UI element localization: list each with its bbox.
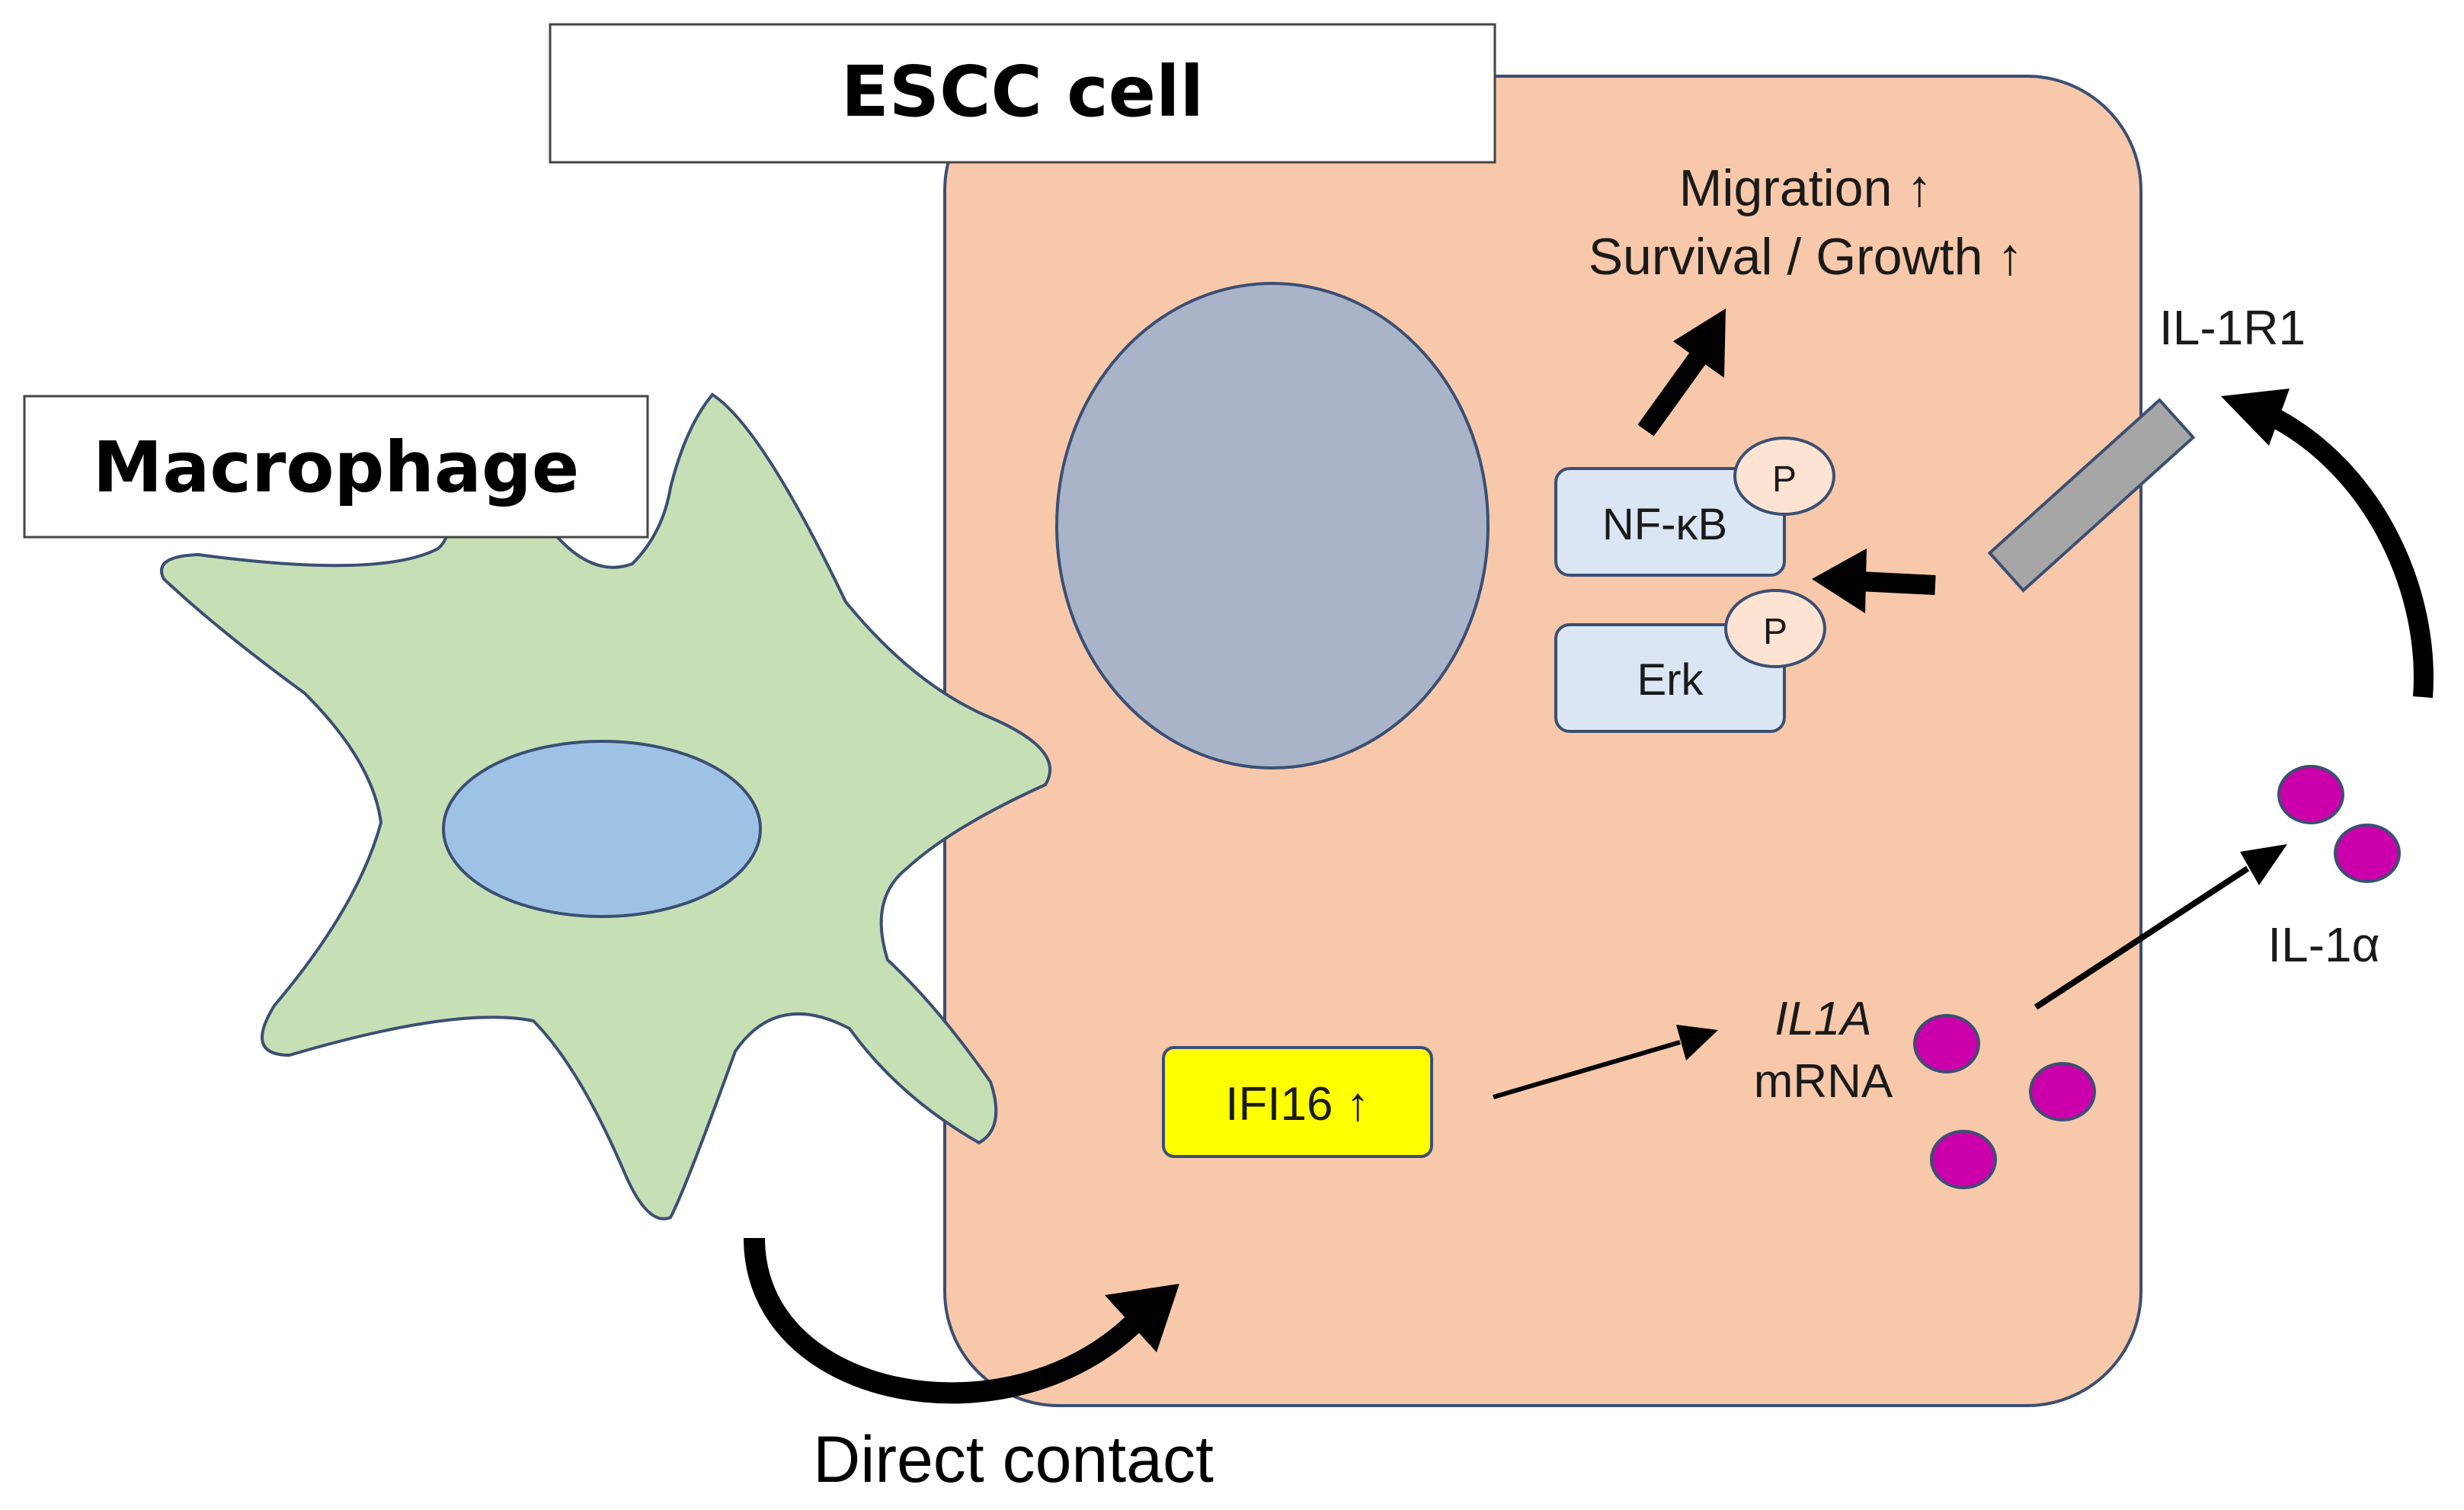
il1r1-label: IL-1R1 <box>2159 300 2306 355</box>
direct-contact-arrowhead <box>1105 1284 1179 1352</box>
nfkb-to-outcome-arrowhead <box>1673 309 1726 378</box>
nfkb-box <box>1554 467 1786 577</box>
escc-cell-title: ESCC cell <box>841 51 1204 133</box>
direct-contact-curved-arrow <box>744 1237 1147 1404</box>
erk-label: Erk <box>1637 655 1704 705</box>
secretion-arrowhead <box>2240 844 2287 885</box>
il1a-dot <box>2029 1062 2096 1121</box>
escc-cell-title-box <box>549 23 1496 164</box>
nfkb-to-outcome-arrow-shaft <box>1637 348 1709 437</box>
ifi16-to-mrna-arrowhead <box>1676 1025 1718 1061</box>
mrna-label: mRNA <box>1754 1055 1893 1108</box>
receptor-to-kinase-arrowhead <box>1812 549 1867 613</box>
erk-phospho-circle <box>1724 589 1826 668</box>
outcome-survival-label: Survival / Growth ↑ <box>1589 228 2024 286</box>
outcome-migration-label: Migration ↑ <box>1679 159 1933 217</box>
ifi16-box <box>1162 1046 1433 1158</box>
nfkb-label: NF-κB <box>1602 500 1727 549</box>
il1a-protein-label: IL-1α <box>2267 917 2379 972</box>
il1a-gene-label: IL1A <box>1774 993 1872 1045</box>
il1a-dot <box>1913 1014 1980 1073</box>
il1a-to-receptor-arrowhead <box>2221 389 2290 446</box>
macrophage-nucleus <box>442 740 762 918</box>
erk-box <box>1554 623 1786 733</box>
secreted-il1a-dot <box>2334 824 2401 883</box>
erk-phospho-label: P <box>1763 612 1787 652</box>
ifi16-to-mrna-arrow-shaft <box>1493 1040 1681 1099</box>
nfkb-phospho-circle <box>1733 437 1835 516</box>
il1r1-receptor <box>1987 398 2196 593</box>
ifi16-label: IFI16 ↑ <box>1225 1078 1370 1131</box>
receptor-to-kinase-arrow-shaft <box>1858 571 1936 595</box>
nfkb-phospho-label: P <box>1772 459 1797 500</box>
macrophage-title: Macrophage <box>93 427 579 508</box>
direct-contact-label: Direct contact <box>813 1423 1214 1496</box>
il1a-to-receptor-curved-arrow <box>2269 408 2434 698</box>
secretion-arrow-shaft <box>2034 865 2250 1010</box>
il1a-dot <box>1930 1130 1997 1189</box>
macrophage-title-box <box>23 395 649 539</box>
secreted-il1a-dot <box>2277 765 2344 824</box>
escc-nucleus <box>1055 282 1490 769</box>
